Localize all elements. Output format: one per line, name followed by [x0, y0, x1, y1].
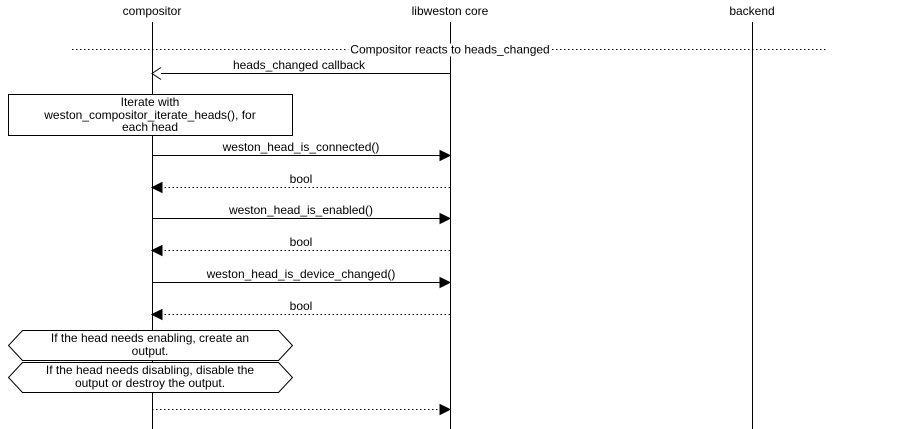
message-label-4: bool — [286, 235, 316, 249]
note-disable-head-shape — [7, 362, 294, 393]
message-label-2: bool — [286, 172, 316, 186]
message-label-1: weston_head_is_connected() — [219, 140, 383, 154]
message-arrowhead-3 — [439, 212, 452, 225]
message-arrowhead-6 — [150, 308, 163, 321]
note-iterate-heads-text: Iterate with weston_compositor_iterate_h… — [44, 95, 256, 134]
message-arrowhead-0 — [151, 67, 162, 80]
message-arrowhead-7 — [439, 403, 452, 416]
message-label-5: weston_head_is_device_changed() — [203, 267, 399, 281]
note-iterate-heads-shape — [8, 94, 293, 136]
participant-label-compositor: compositor — [122, 4, 182, 18]
note-enable-head-shape — [7, 330, 294, 361]
message-arrowhead-2 — [150, 181, 163, 194]
note-disable-head-text: If the head needs disabling, disable the… — [45, 363, 255, 390]
message-arrowhead-1 — [439, 149, 452, 162]
message-label-6: bool — [286, 299, 316, 313]
note-enable-head-text: If the head needs enabling, create an ou… — [50, 331, 250, 358]
message-label-0: heads_changed callback — [229, 58, 369, 72]
participant-label-libweston-core: libweston core — [411, 4, 489, 18]
participant-label-backend: backend — [729, 4, 775, 18]
message-label-3: weston_head_is_enabled() — [225, 203, 377, 217]
divider-label: Compositor reacts to heads_changed — [348, 42, 552, 57]
message-arrowhead-4 — [150, 244, 163, 257]
message-arrowhead-5 — [439, 276, 452, 289]
